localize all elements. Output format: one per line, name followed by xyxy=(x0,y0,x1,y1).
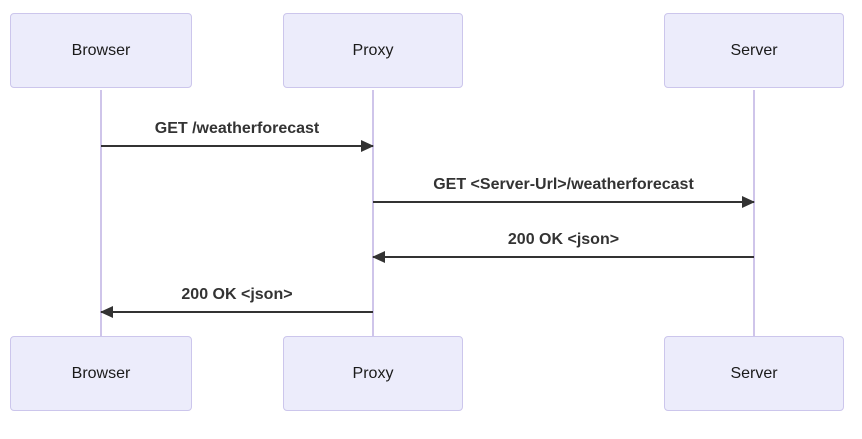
actor-bottom-proxy: Proxy xyxy=(283,336,463,411)
message-label: 200 OK <json> xyxy=(181,286,293,303)
lifeline-browser xyxy=(100,90,102,336)
arrowhead-right-icon xyxy=(742,196,755,208)
actor-bottom-server: Server xyxy=(664,336,844,411)
message-label: 200 OK <json> xyxy=(507,231,620,248)
message-server-to-proxy: 200 OK <json> xyxy=(372,229,754,263)
actor-top-server: Server xyxy=(664,13,844,88)
message-proxy-to-browser: 200 OK <json> xyxy=(100,284,373,318)
actor-label: Server xyxy=(730,364,778,382)
message-line xyxy=(100,306,373,318)
arrowhead-right-icon xyxy=(361,140,374,152)
actor-label: Browser xyxy=(71,364,131,382)
actor-top-proxy: Proxy xyxy=(283,13,463,88)
message-label: GET /weatherforecast xyxy=(154,120,320,137)
arrowhead-left-icon xyxy=(372,251,385,263)
arrowhead-left-icon xyxy=(100,306,113,318)
actor-label: Proxy xyxy=(352,364,394,382)
lifeline-proxy xyxy=(372,90,374,336)
actor-top-browser: Browser xyxy=(10,13,192,88)
message-line xyxy=(372,251,754,263)
lifeline-server xyxy=(753,90,755,336)
actor-bottom-browser: Browser xyxy=(10,336,192,411)
actor-label: Server xyxy=(730,41,778,59)
message-label: GET <Server-Url>/weatherforecast xyxy=(433,176,694,193)
message-line xyxy=(101,140,374,152)
message-line xyxy=(373,196,755,208)
actor-label: Proxy xyxy=(352,41,394,59)
message-proxy-to-server: GET <Server-Url>/weatherforecast xyxy=(373,174,755,208)
actor-label: Browser xyxy=(71,41,131,59)
message-browser-to-proxy: GET /weatherforecast xyxy=(101,118,374,152)
